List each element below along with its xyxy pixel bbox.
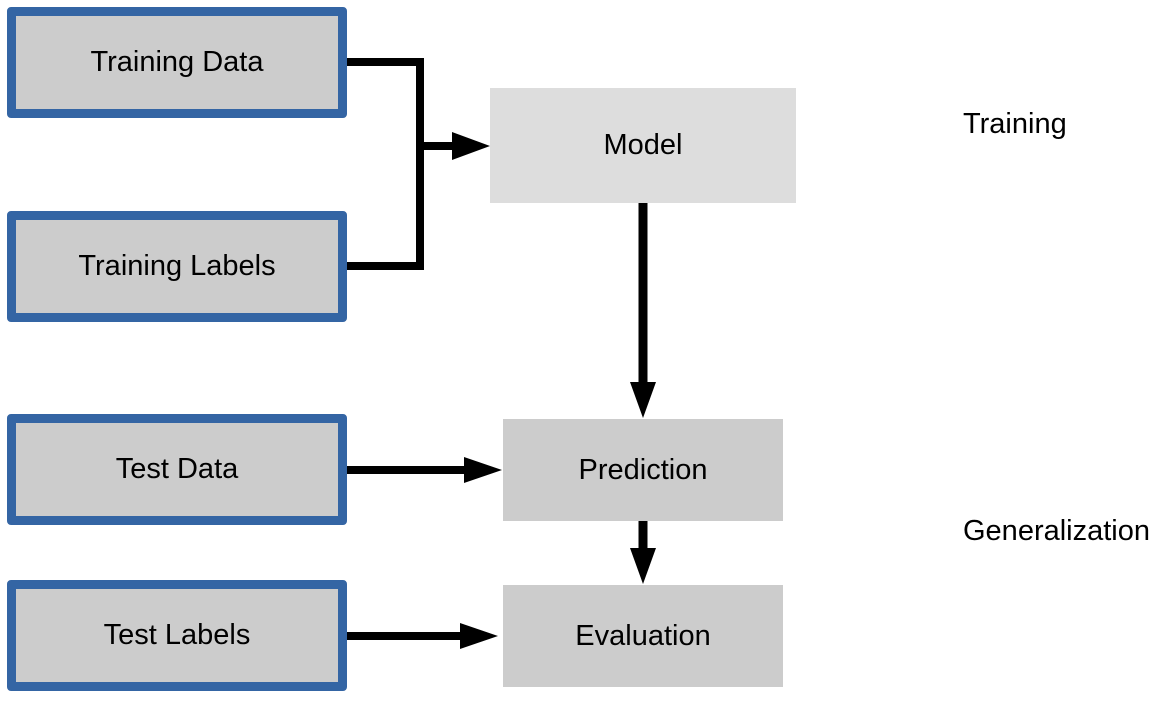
prediction-box: Prediction xyxy=(503,419,783,521)
test-labels-box: Test Labels xyxy=(7,580,347,691)
evaluation-box: Evaluation xyxy=(503,585,783,687)
training-data-box: Training Data xyxy=(7,7,347,118)
arrowhead-to-evaluation xyxy=(630,548,656,584)
test-data-box: Test Data xyxy=(7,414,347,525)
arrowhead-to-model xyxy=(452,132,490,160)
test-data-label: Test Data xyxy=(115,453,239,485)
prediction-label: Prediction xyxy=(578,453,708,486)
phase-label-training: Training xyxy=(963,108,1067,140)
arrowhead-test-labels xyxy=(460,623,498,649)
connector-training-data xyxy=(343,58,424,146)
model-label: Model xyxy=(603,129,683,161)
training-labels-box: Training Labels xyxy=(7,211,347,322)
arrowhead-to-prediction xyxy=(630,382,656,418)
training-data-label: Training Data xyxy=(90,46,264,78)
arrowhead-test-data xyxy=(464,457,502,483)
model-box: Model xyxy=(490,88,796,203)
connector-training-labels xyxy=(343,146,424,270)
training-labels-label: Training Labels xyxy=(78,250,276,282)
phase-label-generalization: Generalization xyxy=(963,515,1150,547)
test-labels-label: Test Labels xyxy=(103,619,251,651)
evaluation-label: Evaluation xyxy=(575,619,711,652)
